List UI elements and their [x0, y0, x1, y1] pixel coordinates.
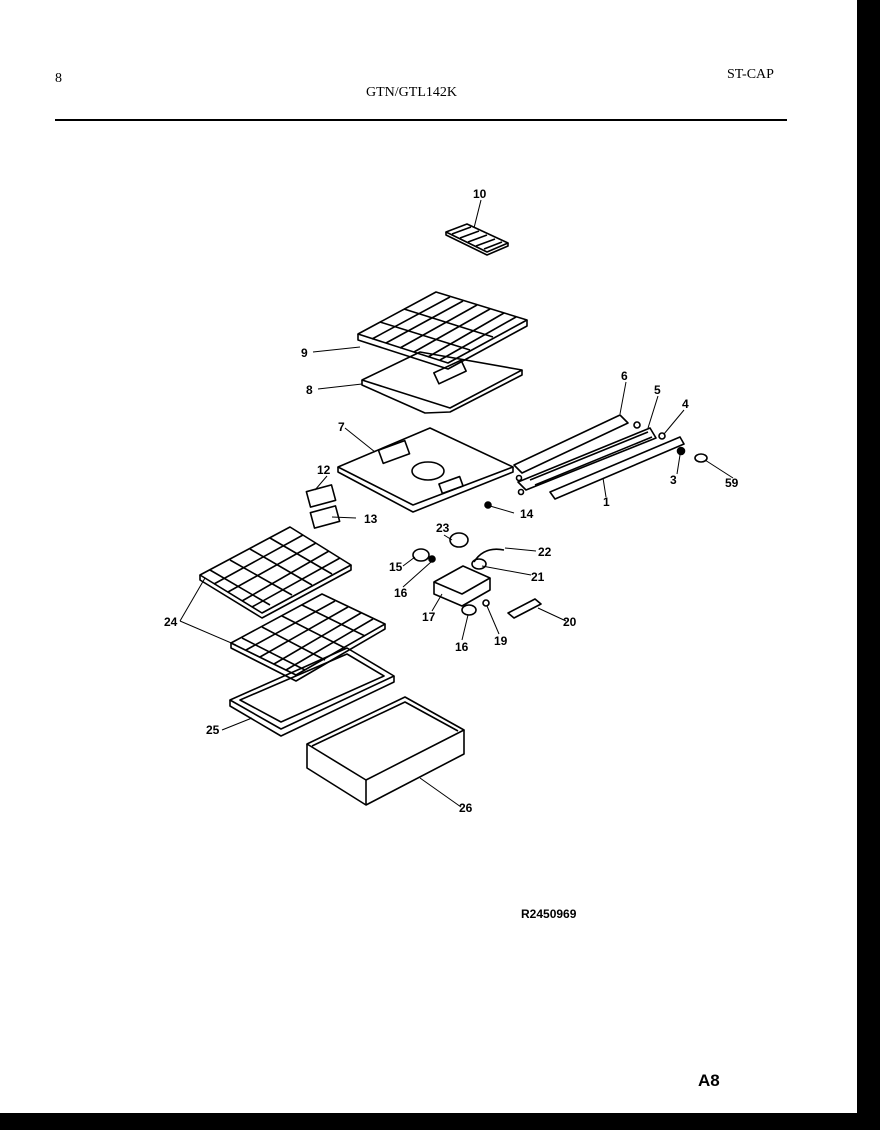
header-rule	[55, 119, 787, 121]
drawing-reference: R2450969	[521, 907, 577, 921]
callout-17: 17	[422, 610, 436, 624]
callout-16-upper: 16	[394, 586, 408, 600]
part-59-screw	[694, 453, 708, 463]
part-16-washer	[461, 604, 477, 616]
callout-6: 6	[621, 369, 628, 383]
callout-13: 13	[364, 512, 378, 526]
callout-22: 22	[538, 545, 552, 559]
callout-8: 8	[306, 383, 313, 397]
callout-20: 20	[563, 615, 577, 629]
part-3-screw	[676, 446, 686, 456]
part-13-bracket	[309, 505, 341, 529]
part-23-knob	[449, 532, 469, 548]
callout-59: 59	[725, 476, 739, 490]
callout-3: 3	[670, 473, 677, 487]
callout-14: 14	[520, 507, 534, 521]
callout-10: 10	[473, 187, 487, 201]
page-code: A8	[698, 1071, 720, 1090]
callout-12: 12	[317, 463, 331, 477]
callout-4: 4	[682, 397, 689, 411]
callout-24: 24	[164, 615, 178, 629]
part-20-bracket	[507, 598, 542, 619]
callout-16-lower: 16	[455, 640, 469, 654]
parts-sheet: 8 GTN/GTL142K ST-CAP	[0, 0, 857, 1113]
callout-23: 23	[436, 521, 450, 535]
callout-9: 9	[301, 346, 308, 360]
part-15-knob	[412, 548, 436, 563]
callout-7: 7	[338, 420, 345, 434]
part-14-screw	[484, 501, 492, 509]
part-12-bracket	[305, 484, 337, 508]
callout-21: 21	[531, 570, 545, 584]
part-10-grille	[445, 223, 509, 256]
callout-25: 25	[206, 723, 220, 737]
part-24-shelf-lower	[230, 593, 386, 682]
callout-15: 15	[389, 560, 403, 574]
section-code: ST-CAP	[727, 67, 774, 82]
part-17-housing	[433, 565, 491, 607]
callout-1: 1	[603, 495, 610, 509]
part-9-wire-shelf	[357, 291, 528, 370]
part-25-frame	[229, 647, 395, 737]
part-19-clip	[482, 599, 490, 607]
callout-5: 5	[654, 383, 661, 397]
rails-1-4-5-6	[513, 414, 685, 500]
part-26-drawer	[306, 696, 465, 806]
callout-19: 19	[494, 634, 508, 648]
callout-26: 26	[459, 801, 473, 815]
part-22-sensor	[471, 548, 505, 570]
model-title: GTN/GTL142K	[366, 85, 457, 100]
part-7-tray	[337, 427, 514, 513]
exploded-parts-diagram: 10 9 8 7 12 13 14 6 5 4 1 3 59 23 15 16 …	[164, 187, 739, 815]
part-24-shelf-upper	[199, 526, 352, 619]
page-number: 8	[55, 71, 62, 86]
